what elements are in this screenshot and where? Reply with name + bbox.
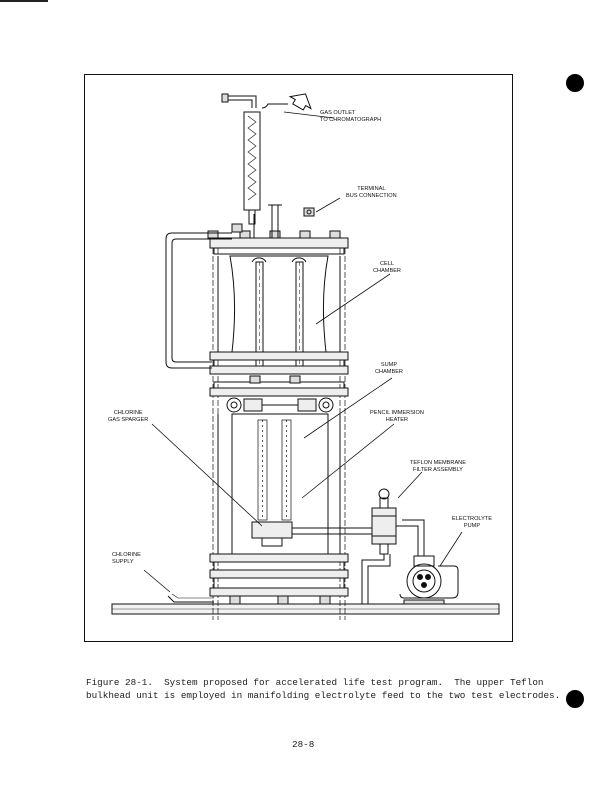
binder-hole-top bbox=[566, 74, 584, 92]
lower-flange bbox=[209, 553, 349, 563]
filter-assembly bbox=[371, 488, 397, 555]
cell-chamber bbox=[229, 255, 329, 353]
top-bolts bbox=[207, 223, 341, 239]
feed-line bbox=[292, 527, 372, 535]
middle-flange bbox=[209, 351, 349, 361]
terminal-connector bbox=[303, 207, 315, 217]
gas-outlet-arrow bbox=[288, 93, 312, 111]
figure-caption: Figure 28-1. System proposed for acceler… bbox=[86, 676, 561, 702]
sump-tubes bbox=[257, 419, 292, 521]
label-teflon-filter: TEFLON MEMBRANE FILTER ASSEMBLY bbox=[410, 460, 466, 473]
electrolyte-pump bbox=[399, 555, 459, 605]
label-terminal-bus: TERMINAL BUS CONNECTION bbox=[346, 186, 397, 199]
top-rule bbox=[0, 0, 48, 2]
label-cell-chamber: CELL CHAMBER bbox=[373, 261, 401, 274]
label-sump-chamber: SUMP CHAMBER bbox=[375, 362, 403, 375]
caption-line-1: Figure 28-1. System proposed for acceler… bbox=[86, 677, 544, 688]
figure-frame bbox=[84, 74, 513, 642]
label-pencil-heater: PENCIL IMMERSION HEATER bbox=[370, 410, 424, 423]
recirculation-pipe bbox=[165, 232, 232, 369]
sparger-block bbox=[251, 521, 293, 539]
label-chlorine-supply: CHLORINE SUPPLY bbox=[112, 552, 141, 565]
side-valves bbox=[226, 397, 334, 413]
leader-lines bbox=[143, 111, 463, 593]
chlorine-supply-line bbox=[167, 595, 214, 603]
label-gas-outlet: GAS OUTLET TO CHROMATOGRAPH bbox=[320, 110, 382, 123]
binder-hole-bottom bbox=[566, 690, 584, 708]
tie-rods bbox=[212, 240, 346, 620]
caption-line-2: bulkhead unit is employed in manifolding… bbox=[86, 690, 561, 701]
page-number: 28-8 bbox=[292, 739, 315, 750]
label-electrolyte-pump: ELECTROLYTE PUMP bbox=[452, 516, 492, 529]
condenser-column bbox=[221, 93, 288, 225]
label-chlorine-sparger: CHLORINE GAS SPARGER bbox=[108, 410, 149, 423]
